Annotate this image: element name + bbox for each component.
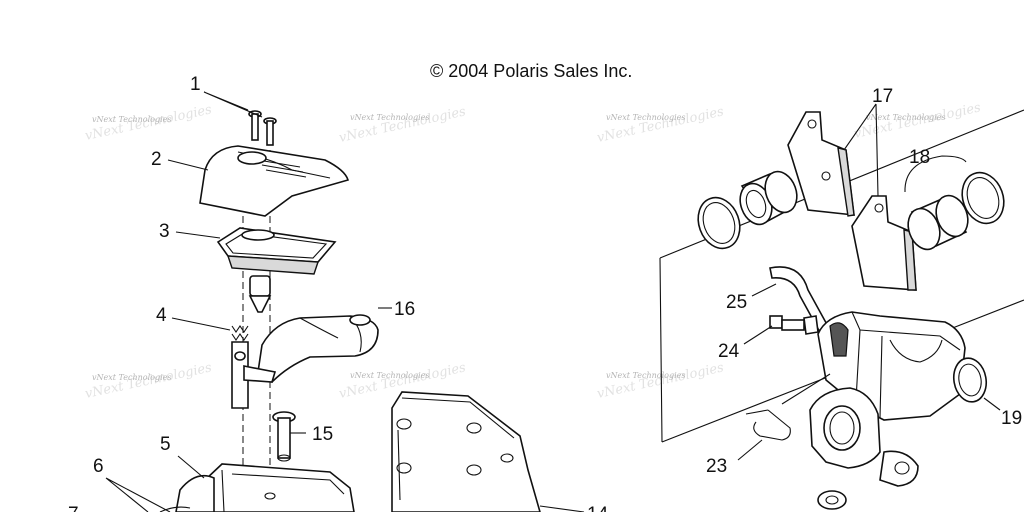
- piston-right: [907, 194, 969, 251]
- callout-5: 5: [160, 434, 171, 455]
- callout-23: 23: [706, 456, 727, 477]
- watermark: vNext Technologies: [606, 371, 685, 380]
- callout-7: 7: [68, 504, 79, 512]
- bleeder-valve-part-24: [769, 315, 819, 335]
- callout-25: 25: [726, 292, 747, 313]
- reservoir-cover-part-2: [199, 145, 349, 217]
- watermark: vNext Technologies: [92, 115, 171, 124]
- callout-18: 18: [909, 147, 930, 168]
- watermark: vNext Technologies: [350, 371, 429, 380]
- screw-part-1: [248, 110, 277, 146]
- leader-lines: [105, 91, 1001, 512]
- seal-ring-right: [961, 171, 1005, 225]
- retaining-clip-part-23: [745, 409, 791, 441]
- piston-left: [739, 170, 798, 226]
- callout-17: 17: [872, 86, 893, 107]
- clamp-part-14: [391, 391, 541, 512]
- callout-4: 4: [156, 305, 167, 326]
- watermark-bg: vNext Technologies: [596, 360, 726, 402]
- callout-16: 16: [394, 299, 415, 320]
- float-plug: [248, 275, 272, 313]
- caliper-assembly: [659, 109, 1024, 510]
- watermark-bg: vNext Technologies: [596, 104, 726, 146]
- master-cylinder-body-part-5: [175, 463, 355, 512]
- brake-lever-part-16: [257, 314, 379, 384]
- brake-pad-right-part-17: [851, 195, 917, 291]
- seal-ring-left: [697, 196, 741, 250]
- pivot-pin-part-15: [272, 411, 296, 462]
- callout-14: 14: [587, 504, 609, 512]
- washer: [817, 490, 847, 510]
- callout-labels: 1 2 3 4 5 6 7 14 15 16 17 18 19 23 24 25: [68, 74, 1022, 512]
- callout-24: 24: [718, 341, 740, 362]
- watermark: vNext Technologies: [92, 373, 171, 382]
- spring-part-4: [231, 325, 249, 341]
- fitting-part-6: [159, 506, 191, 512]
- callout-1: 1: [190, 74, 201, 95]
- master-cylinder-assembly: [159, 110, 379, 512]
- watermark-bg: vNext Technologies: [338, 104, 468, 146]
- callout-19: 19: [1001, 408, 1022, 429]
- callout-15: 15: [312, 424, 333, 445]
- watermark: vNext Technologies: [606, 113, 685, 122]
- watermark: vNext Technologies: [866, 113, 945, 122]
- lever-pivot-bracket: [231, 341, 277, 409]
- callout-3: 3: [159, 221, 170, 242]
- watermark: vNext Technologies: [350, 113, 429, 122]
- callout-6: 6: [93, 456, 104, 477]
- brake-pad-left-part-17: [787, 111, 855, 217]
- caliper-body: [781, 311, 988, 487]
- diaphragm-part-3: [216, 227, 337, 275]
- copyright-text: © 2004 Polaris Sales Inc.: [430, 61, 632, 81]
- callout-2: 2: [151, 149, 162, 170]
